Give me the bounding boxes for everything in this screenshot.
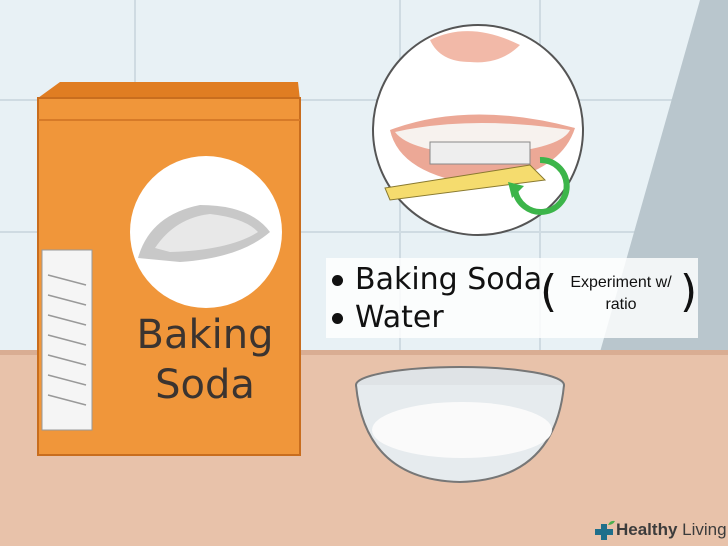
open-paren: ( bbox=[540, 266, 558, 317]
ingredients-callout: Baking Soda Water ( Experiment w/ratio ) bbox=[326, 258, 698, 338]
bullet-icon bbox=[332, 313, 343, 324]
circular-arrow-icon bbox=[512, 156, 570, 215]
box-label-line1: Baking bbox=[136, 312, 274, 358]
box-label-line2: Soda bbox=[155, 362, 255, 408]
cross-leaf-icon bbox=[595, 520, 615, 540]
healthy-living-logo: Healthy Living bbox=[594, 520, 727, 540]
bowl bbox=[355, 366, 565, 484]
logo-bold: Healthy bbox=[616, 520, 678, 539]
ingredient-item: Water bbox=[332, 300, 444, 335]
logo-rest: Living bbox=[682, 520, 727, 539]
ingredient-item: Baking Soda bbox=[332, 262, 542, 297]
ingredient-label: Water bbox=[355, 300, 444, 335]
ingredient-label: Baking Soda bbox=[355, 262, 543, 297]
note-line2: ratio bbox=[605, 296, 637, 313]
brushing-closeup bbox=[372, 24, 584, 236]
ratio-note: Experiment w/ratio bbox=[556, 272, 686, 316]
baking-soda-box bbox=[37, 82, 301, 456]
bullet-icon bbox=[332, 275, 343, 286]
note-line1: Experiment w/ bbox=[570, 274, 672, 291]
close-paren: ) bbox=[680, 266, 698, 317]
